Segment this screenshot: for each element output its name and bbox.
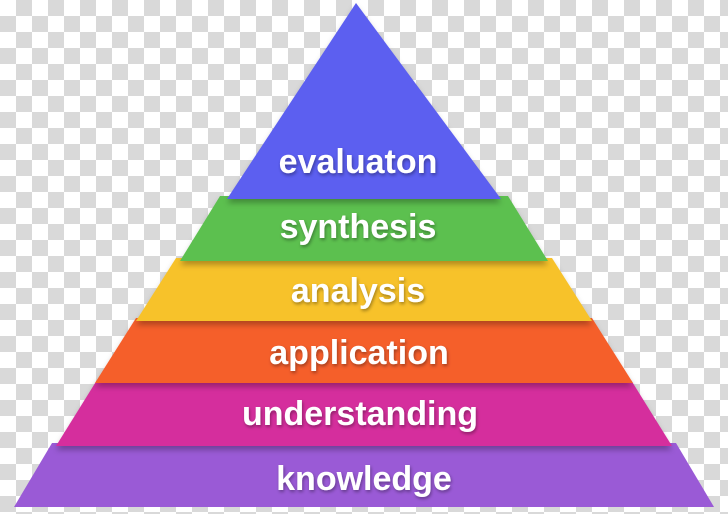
tier-analysis-band: [136, 258, 592, 321]
tier-understanding: understanding: [56, 380, 672, 446]
tier-application-label: application: [269, 334, 448, 372]
tier-application: application: [95, 318, 633, 383]
tier-knowledge-band: [14, 443, 714, 507]
tier-understanding-label: understanding: [242, 395, 478, 433]
tier-evaluation: evaluaton: [227, 3, 501, 199]
tier-synthesis-label: synthesis: [280, 208, 437, 246]
tier-application-band: [95, 318, 633, 383]
tier-knowledge-label: knowledge: [276, 460, 452, 498]
tier-analysis-label: analysis: [291, 272, 425, 310]
tier-evaluation-label: evaluaton: [279, 143, 438, 181]
tier-synthesis: synthesis: [180, 196, 548, 261]
tier-knowledge: knowledge: [14, 443, 714, 507]
tier-analysis: analysis: [136, 258, 592, 321]
tier-evaluation-band: [227, 3, 501, 199]
tier-synthesis-band: [180, 196, 548, 261]
tier-understanding-band: [56, 380, 672, 446]
